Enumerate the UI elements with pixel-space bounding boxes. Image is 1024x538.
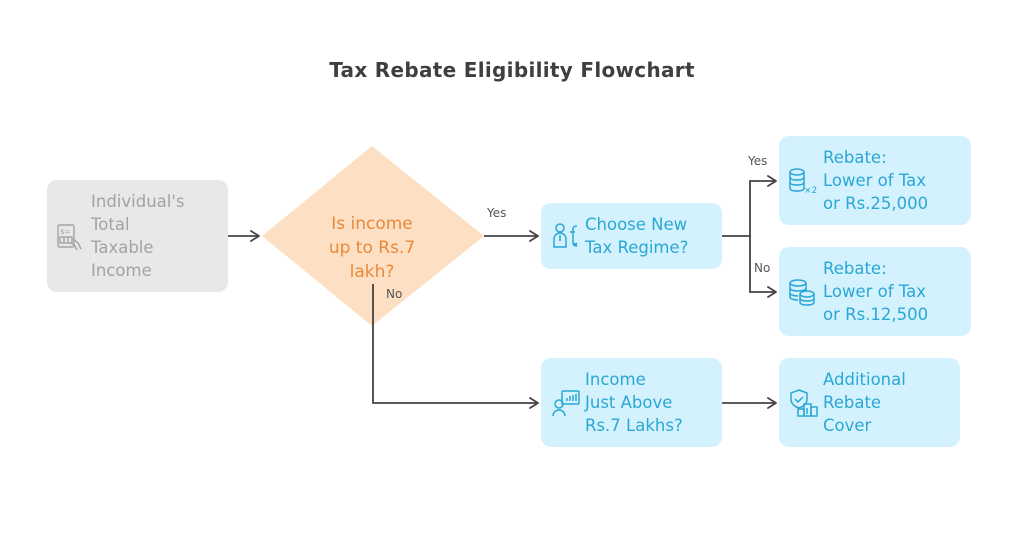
node-additional-rebate-cover[interactable]: Additional Rebate Cover [779,358,960,447]
tax-form-icon: $= [57,224,82,251]
flowchart-title: Tax Rebate Eligibility Flowchart [329,58,695,82]
coin-stacks-icon [789,278,815,306]
coins-x2-icon: ×2 [789,167,817,196]
node-label: Income Just Above Rs.7 Lakhs? [585,370,683,435]
node-rebate-25000[interactable]: ×2 Rebate: Lower of Tax or Rs.25,000 [779,136,971,225]
decision-diamond[interactable] [262,146,484,326]
node-rebate-12500[interactable]: Rebate: Lower of Tax or Rs.12,500 [779,247,971,336]
decision-label: Is income up to Rs.7 lakh? [328,214,416,282]
node-label: Rebate: Lower of Tax or Rs.25,000 [823,148,929,213]
edge-label-decision-yes: Yes [487,206,507,220]
svg-text:×2: ×2 [804,186,817,196]
presenter-chart-icon [552,389,580,416]
node-label: Additional Rebate Cover [823,370,906,435]
node-label: Individual's Total Taxable Income [91,192,185,280]
node-choose-new-tax-regime[interactable]: Choose New Tax Regime? [541,203,722,269]
edge-label-decision-no: No [386,287,403,301]
node-label: Choose New Tax Regime? [585,215,689,257]
node-income-just-above[interactable]: Income Just Above Rs.7 Lakhs? [541,358,722,447]
edge-label-regime-no: No [754,261,771,275]
svg-text:$=: $= [60,228,70,236]
edge-decision-no [372,284,539,409]
edge-label-regime-yes: Yes [748,154,768,168]
person-choice-icon [553,223,578,248]
node-total-taxable-income[interactable]: $= Individual's Total Taxable Income [47,180,228,292]
node-label: Rebate: Lower of Tax or Rs.12,500 [823,259,929,324]
edge-regime-no [749,236,777,298]
shield-building-icon [790,388,818,417]
edge-regime-yes [722,175,777,237]
